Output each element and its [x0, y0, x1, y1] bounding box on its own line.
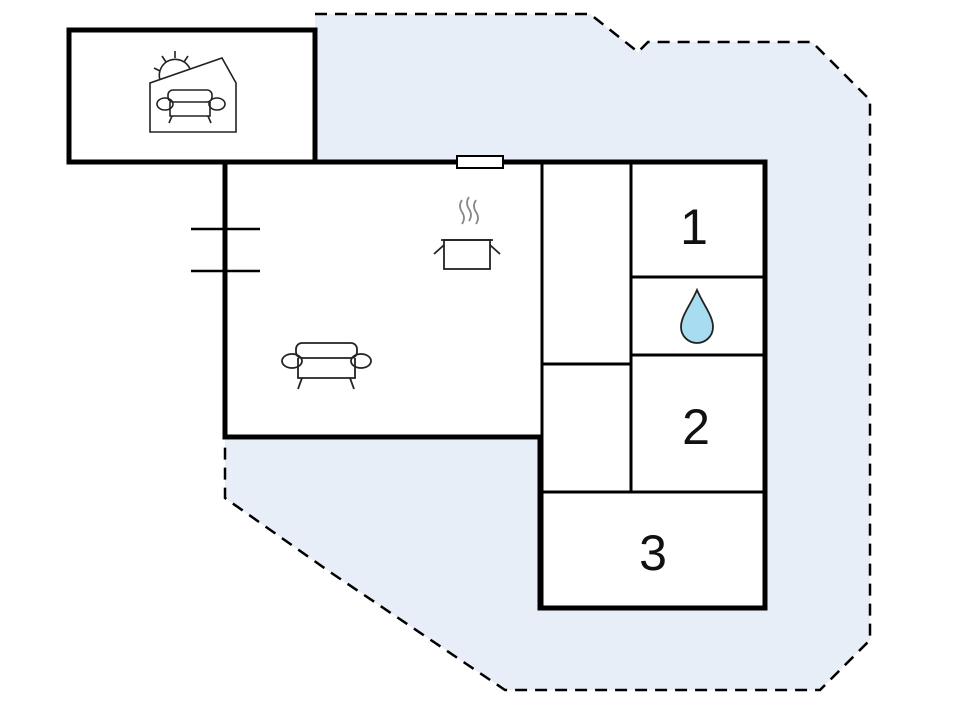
top-window: [456, 155, 504, 169]
outdoor-terrace-area: [225, 14, 870, 690]
house-walls: [222, 159, 768, 611]
entrance-door: [191, 227, 260, 273]
terrace-dashed-outline: [223, 12, 872, 692]
bathroom-water-drop-icon: [680, 287, 714, 344]
kitchen-pot-icon: [433, 196, 501, 270]
room-label-1: 1: [680, 199, 708, 255]
sunroom-sofa-icon: [149, 51, 237, 133]
room-label-3: 3: [639, 525, 667, 581]
living-sofa-icon: [281, 342, 372, 390]
room-label-2: 2: [682, 399, 710, 455]
